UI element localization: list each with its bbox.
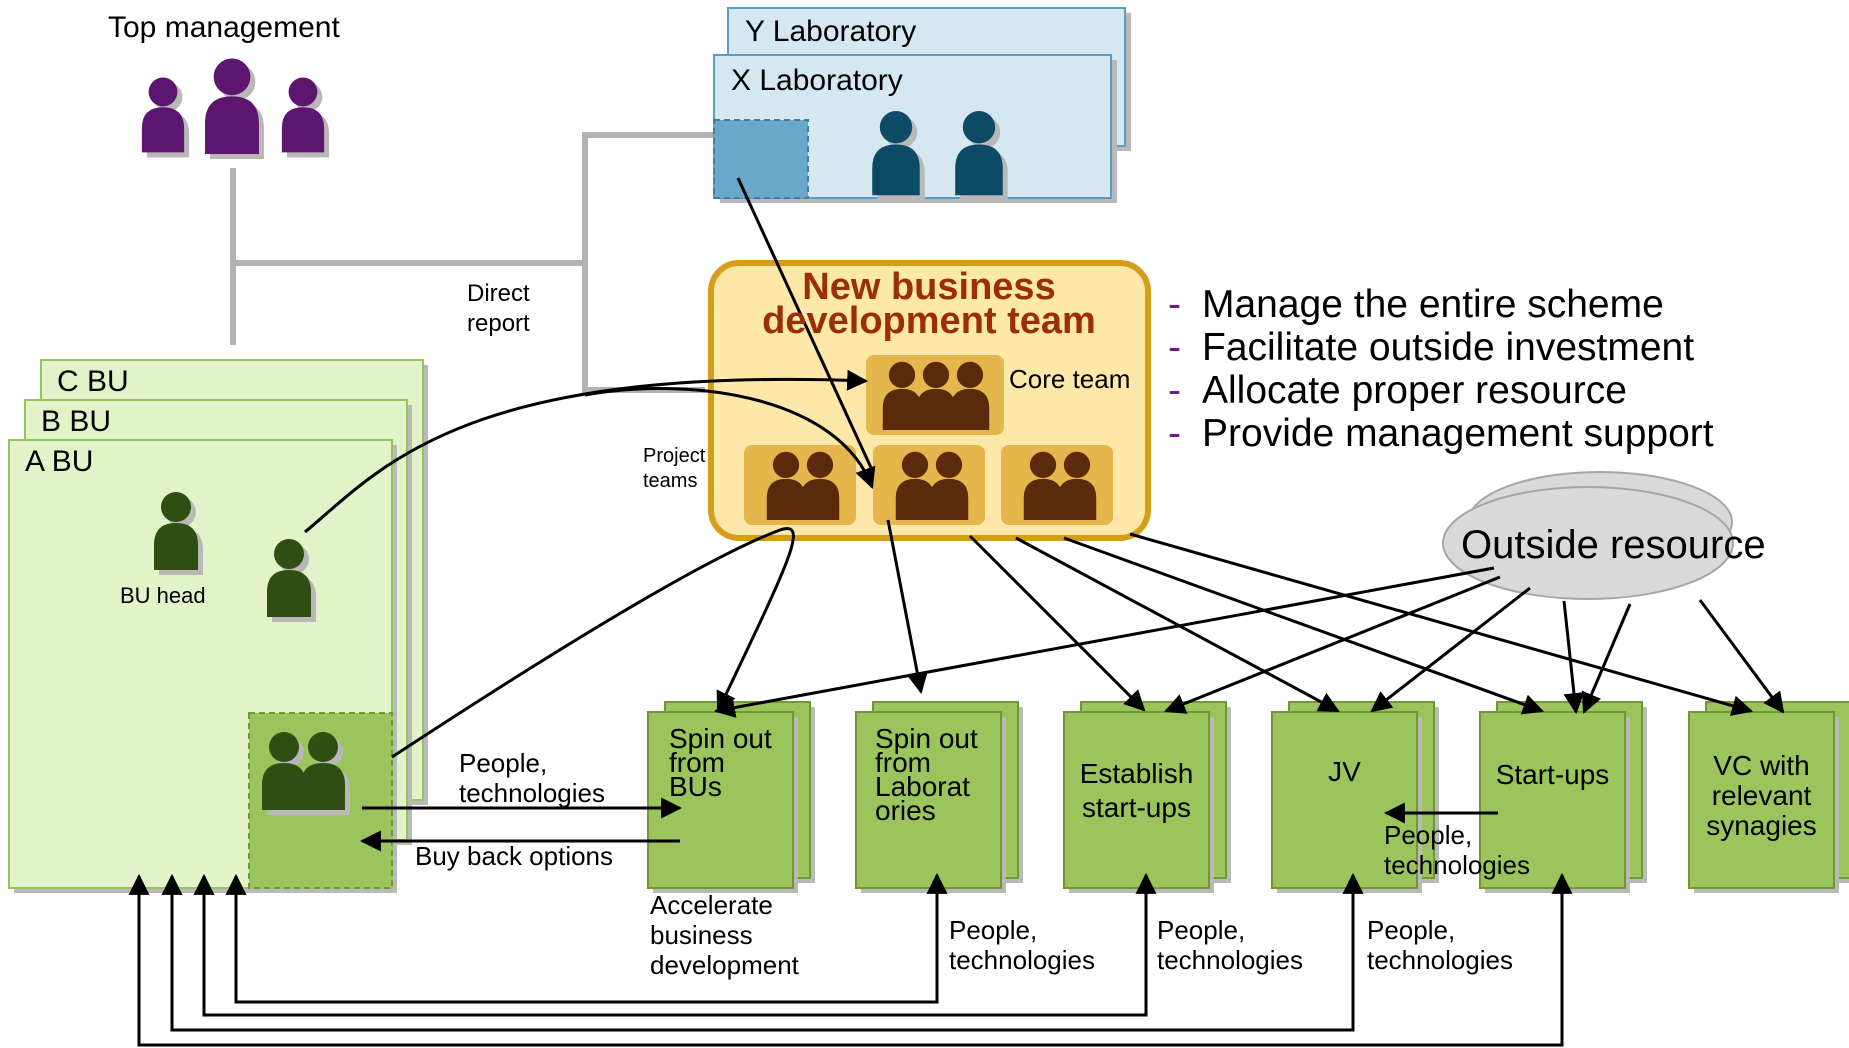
project-teams-label-2: teams xyxy=(643,470,698,492)
outcome-box-spin-out-labs xyxy=(855,701,1023,893)
outcome-box-establish-startups xyxy=(1063,701,1231,893)
buy-back-label: Buy back options xyxy=(415,841,614,871)
nbd-team-box xyxy=(708,260,1151,541)
responsibilities-list: -Manage the entire scheme -Facilitate ou… xyxy=(1168,283,1714,455)
outcome-box-vc xyxy=(1688,701,1849,893)
people-tech-label-bu: People,technologies xyxy=(459,748,605,808)
responsibility-item: -Allocate proper resource xyxy=(1168,369,1627,412)
project-teams-label-1: Project xyxy=(643,445,706,467)
people-tech-label-jv: People,technologies xyxy=(1367,915,1513,975)
nbd-title-line-1: New business xyxy=(802,266,1056,308)
b-bu-label: B BU xyxy=(41,405,112,438)
people-tech-label-establish: People,technologies xyxy=(1157,915,1303,975)
outcome-box-spin-out-bus xyxy=(647,701,815,893)
c-bu-label: C BU xyxy=(57,365,129,398)
outcome-box-startups xyxy=(1479,701,1647,893)
top-management-label: Top management xyxy=(108,11,340,44)
direct-report-label-2: report xyxy=(467,310,530,337)
top-management-icons xyxy=(141,58,330,159)
x-laboratory-label: X Laboratory xyxy=(731,64,903,97)
core-team-label: Core team xyxy=(1009,364,1131,394)
nbd-title: New business development team xyxy=(714,266,1144,343)
outside-resource-label: Outside resource xyxy=(1461,523,1766,567)
outside-resource-shape xyxy=(1442,471,1734,600)
responsibility-item: -Manage the entire scheme xyxy=(1168,283,1664,326)
connector-arrows xyxy=(128,177,1785,1047)
outcome-box-jv xyxy=(1271,701,1439,893)
outcome-boxes xyxy=(647,701,1849,893)
a-bu-label: A BU xyxy=(25,445,94,478)
direct-report-label-1: Direct xyxy=(467,280,530,307)
responsibility-item: -Facilitate outside investment xyxy=(1168,326,1695,369)
laboratories xyxy=(713,7,1131,203)
outcome-startups: Start-ups xyxy=(1495,759,1610,790)
people-tech-label-startups: People,technologies xyxy=(1384,820,1530,880)
business-units xyxy=(8,359,428,893)
y-laboratory-label: Y Laboratory xyxy=(745,15,917,48)
nbd-title-line-2: development team xyxy=(762,300,1096,343)
bu-head-label: BU head xyxy=(120,583,206,608)
people-tech-label-labs: People,technologies xyxy=(949,915,1095,975)
org-lines xyxy=(230,132,715,393)
responsibility-item: -Provide management support xyxy=(1168,412,1714,455)
outcome-jv: JV xyxy=(1328,756,1361,787)
